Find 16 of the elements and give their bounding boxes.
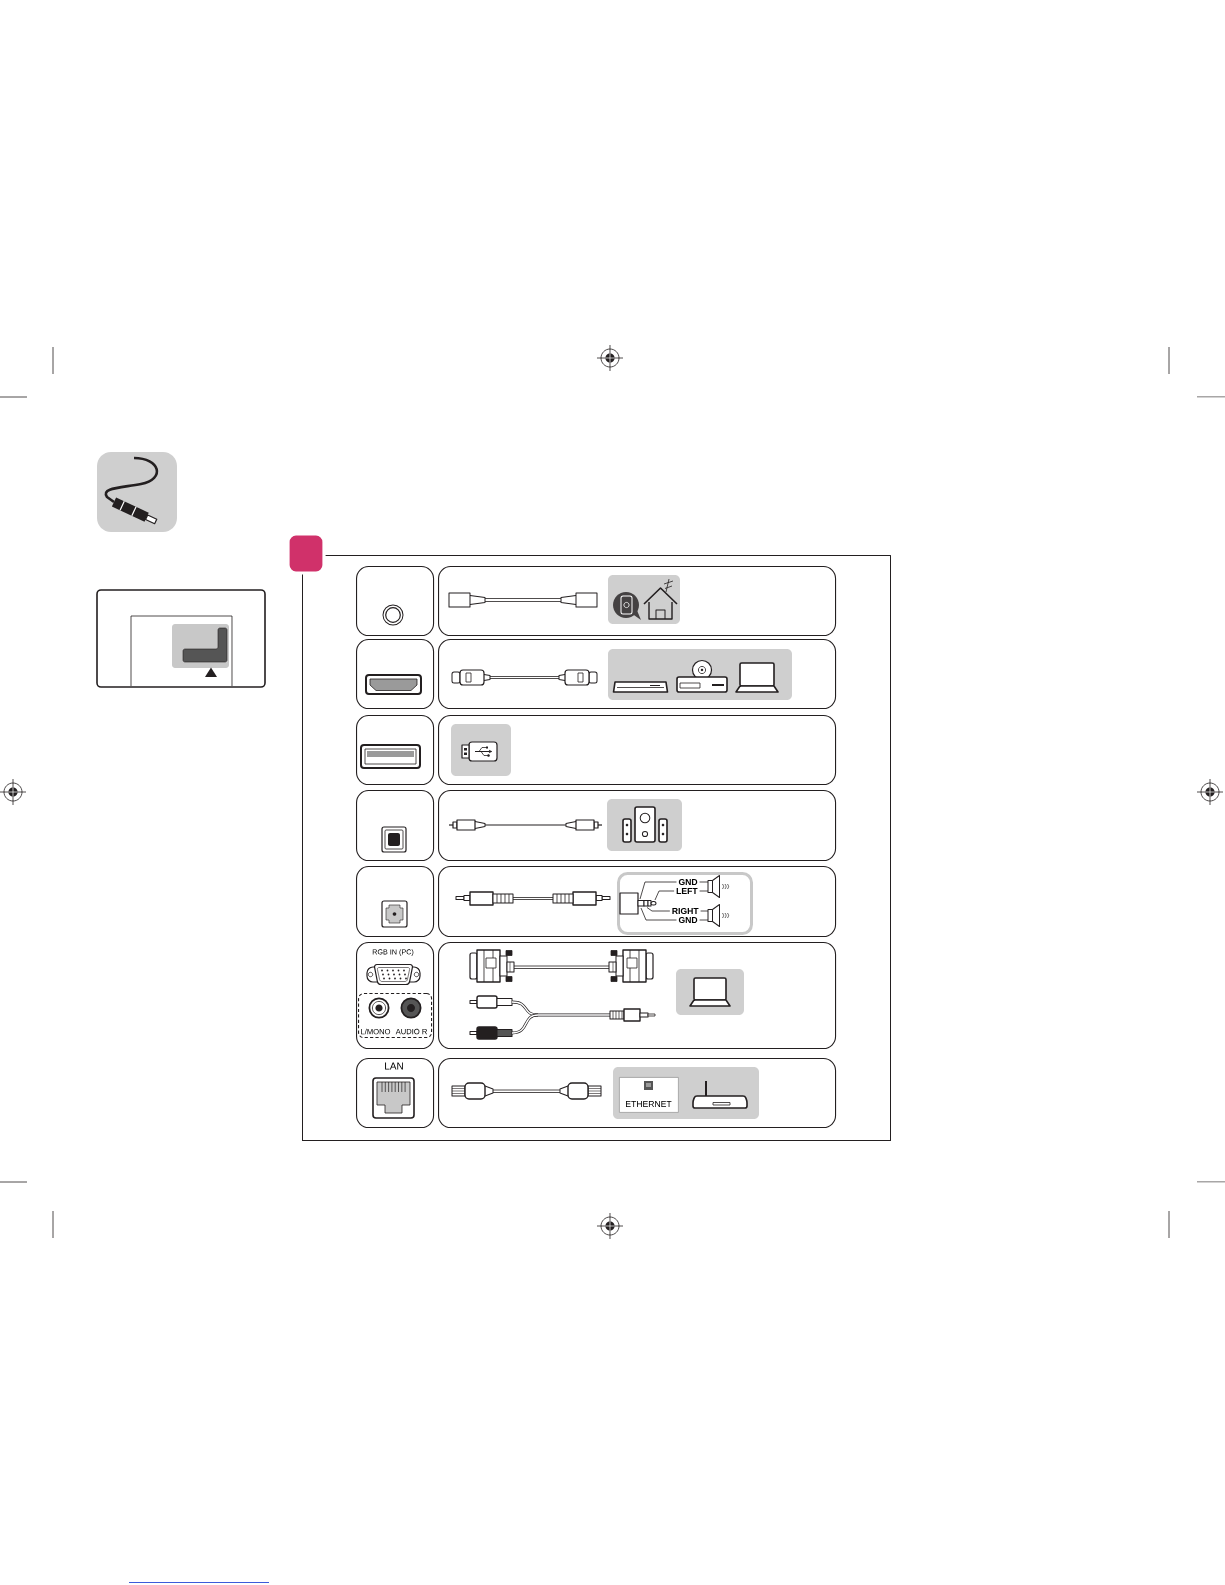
- cable-panel: [438, 942, 837, 1050]
- port-panel: [356, 866, 435, 938]
- port-panel: [356, 566, 435, 637]
- cable-panel: [438, 639, 837, 710]
- cable-panel: [438, 1058, 837, 1129]
- cable-panel: [438, 715, 837, 786]
- port-panel: LAN: [356, 1058, 435, 1129]
- cable-panel: [438, 790, 837, 862]
- frame: [302, 555, 891, 1141]
- port-panel: [356, 790, 435, 862]
- cable-panel: [438, 866, 837, 938]
- wall-plate: ETHERNET: [619, 1077, 679, 1113]
- speaker-wiring-panel: GND LEFT RIGHT GND: [617, 872, 753, 935]
- cable-panel: [438, 566, 837, 637]
- port-panel: [356, 715, 435, 786]
- port-panel: [356, 639, 435, 710]
